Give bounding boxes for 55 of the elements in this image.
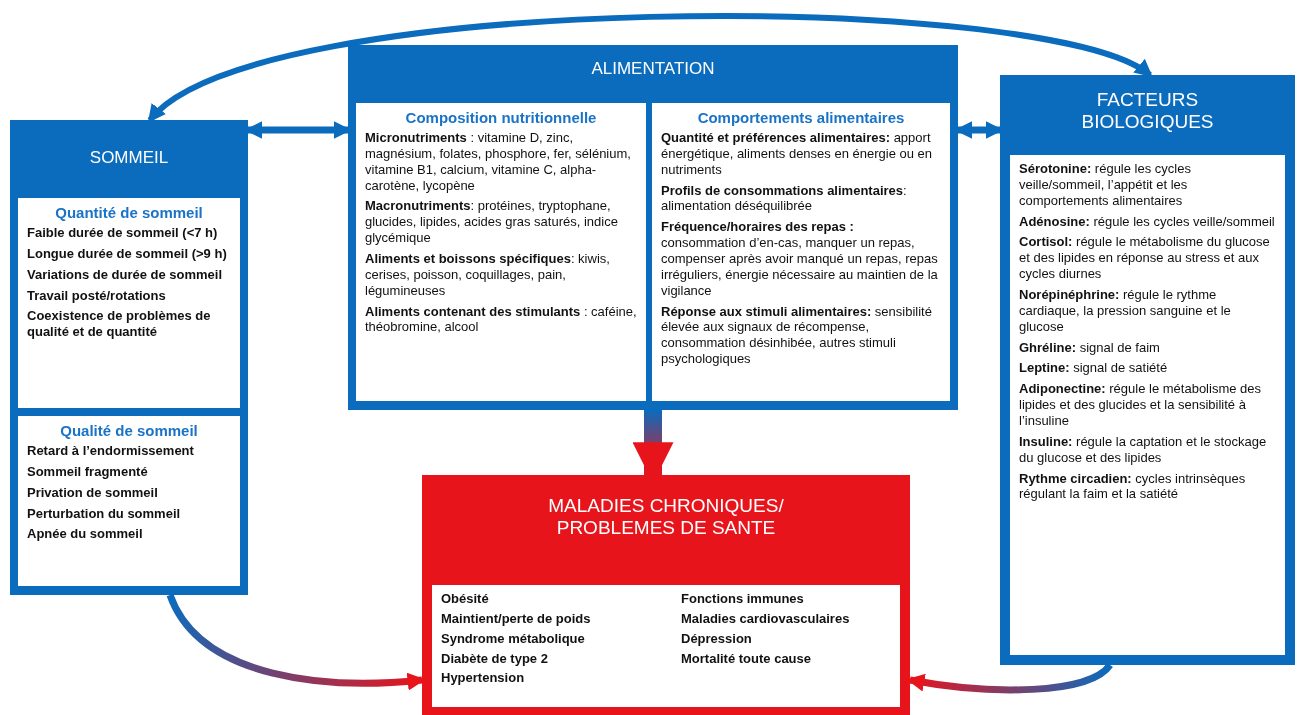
panel-heading: FACTEURS BIOLOGIQUES <box>1080 89 1215 133</box>
list-item: Sérotonine: régule les cycles veille/sommeil, l’appétit et les comportements alimentaires <box>1019 161 1192 209</box>
list-item: Syndrome métabolique <box>441 630 586 647</box>
list-item: Mortalité toute cause <box>681 650 813 667</box>
list-item: Hypertension <box>441 670 526 687</box>
list-item: Réponse aux stimuli alimentaires: sensibilité élevée aux signaux de récompense, consommation désinhibée, autres stimuli psychologiques <box>661 303 933 368</box>
list-item: Travail posté/rotations <box>27 287 167 304</box>
category-panel <box>348 45 958 410</box>
text-card <box>356 103 646 401</box>
list-item: Sommeil fragmenté <box>27 463 149 480</box>
list-item: Macronutriments: protéines, tryptophane, glucides, lipides, acides gras saturés, indice glycémique <box>365 198 619 246</box>
panel-heading: MALADIES CHRONIQUES/ PROBLEMES DE SANTE <box>547 495 785 539</box>
list-item: Retard à l’endormissement <box>27 443 195 459</box>
list-item: Adénosine: régule les cycles veille/sommeil <box>1019 213 1276 230</box>
list-item: Dépression <box>681 630 753 647</box>
list-item: Privation de sommeil <box>27 484 159 501</box>
list-item: Cortisol: régule le métabolisme du glucose et des lipides en réponse au stress et aux cycles diurnes <box>1019 234 1271 282</box>
list-item: Rythme circadien: cycles intrinsèques régulant la faim et la satiété <box>1019 470 1247 503</box>
list-item: Leptine: signal de satiété <box>1019 360 1169 377</box>
list-item: Fréquence/horaires des repas : consommation d’en-cas, manquer un repas, compenser après avoir manqué un repas, repas irréguliers, énergie nécessaire au maintien de la vigilance <box>661 219 939 299</box>
list-item: Norépinéphrine: régule le rythme cardiaque, la pression sanguine et le glucose <box>1019 287 1232 335</box>
list-item: Aliments et boissons spécifiques: kiwis, cerises, poisson, coquillages, pain, légumineuses <box>365 251 611 299</box>
text-card <box>432 585 900 707</box>
card-heading: Qualité de sommeil <box>59 422 199 439</box>
list-item: Profils de consommations alimentaires: alimentation déséquilibrée <box>661 182 908 215</box>
list-item: Maladies cardiovasculaires <box>681 610 851 627</box>
list-item: Diabète de type 2 <box>441 650 549 667</box>
list-item: Perturbation du sommeil <box>27 505 182 522</box>
category-panel <box>1000 75 1295 665</box>
text-card <box>18 416 240 586</box>
list-item: Aliments contenant des stimulants : caféine, théobromine, alcool <box>365 303 637 336</box>
list-item: Micronutriments : vitamine D, zinc, magnésium, folates, phosphore, fer, sélénium, vitamine B1, calcium, vitamine C, alpha-carotène, lycopène <box>365 130 632 194</box>
text-card <box>1010 155 1285 655</box>
list-item: Coexistence de problèmes de qualité et de quantité <box>27 308 212 341</box>
list-item: Obésité <box>441 591 490 607</box>
panel-heading: ALIMENTATION <box>590 59 716 79</box>
list-item: Maintient/perte de poids <box>441 610 592 627</box>
category-panel <box>10 120 248 595</box>
text-card <box>652 103 950 401</box>
card-heading: Composition nutritionnelle <box>404 109 598 126</box>
double-arrow <box>147 13 1154 123</box>
category-panel <box>422 475 910 715</box>
list-item: Quantité et préférences alimentaires: apport énergétique, aliments denses en énergie ou en nutriments <box>661 130 934 178</box>
card-heading: Quantité de sommeil <box>54 204 204 221</box>
card-heading: Comportements alimentaires <box>696 109 906 126</box>
list-item: Fonctions immunes <box>681 591 805 607</box>
text-card <box>18 198 240 408</box>
list-item: Variations de durée de sommeil <box>27 266 224 283</box>
list-item: Ghréline: signal de faim <box>1019 339 1161 356</box>
list-item: Apnée du sommeil <box>27 526 144 543</box>
list-item: Faible durée de sommeil (<7 h) <box>27 225 219 241</box>
list-item: Longue durée de sommeil (>9 h) <box>27 245 228 262</box>
list-item: Insuline: régule la captation et le stockage du glucose et des lipides <box>1019 433 1268 466</box>
list-item: Adiponectine: régule le métabolisme des lipides et des glucides et la sensibilité à l’insuline <box>1019 381 1263 429</box>
panel-heading: SOMMEIL <box>88 148 170 168</box>
